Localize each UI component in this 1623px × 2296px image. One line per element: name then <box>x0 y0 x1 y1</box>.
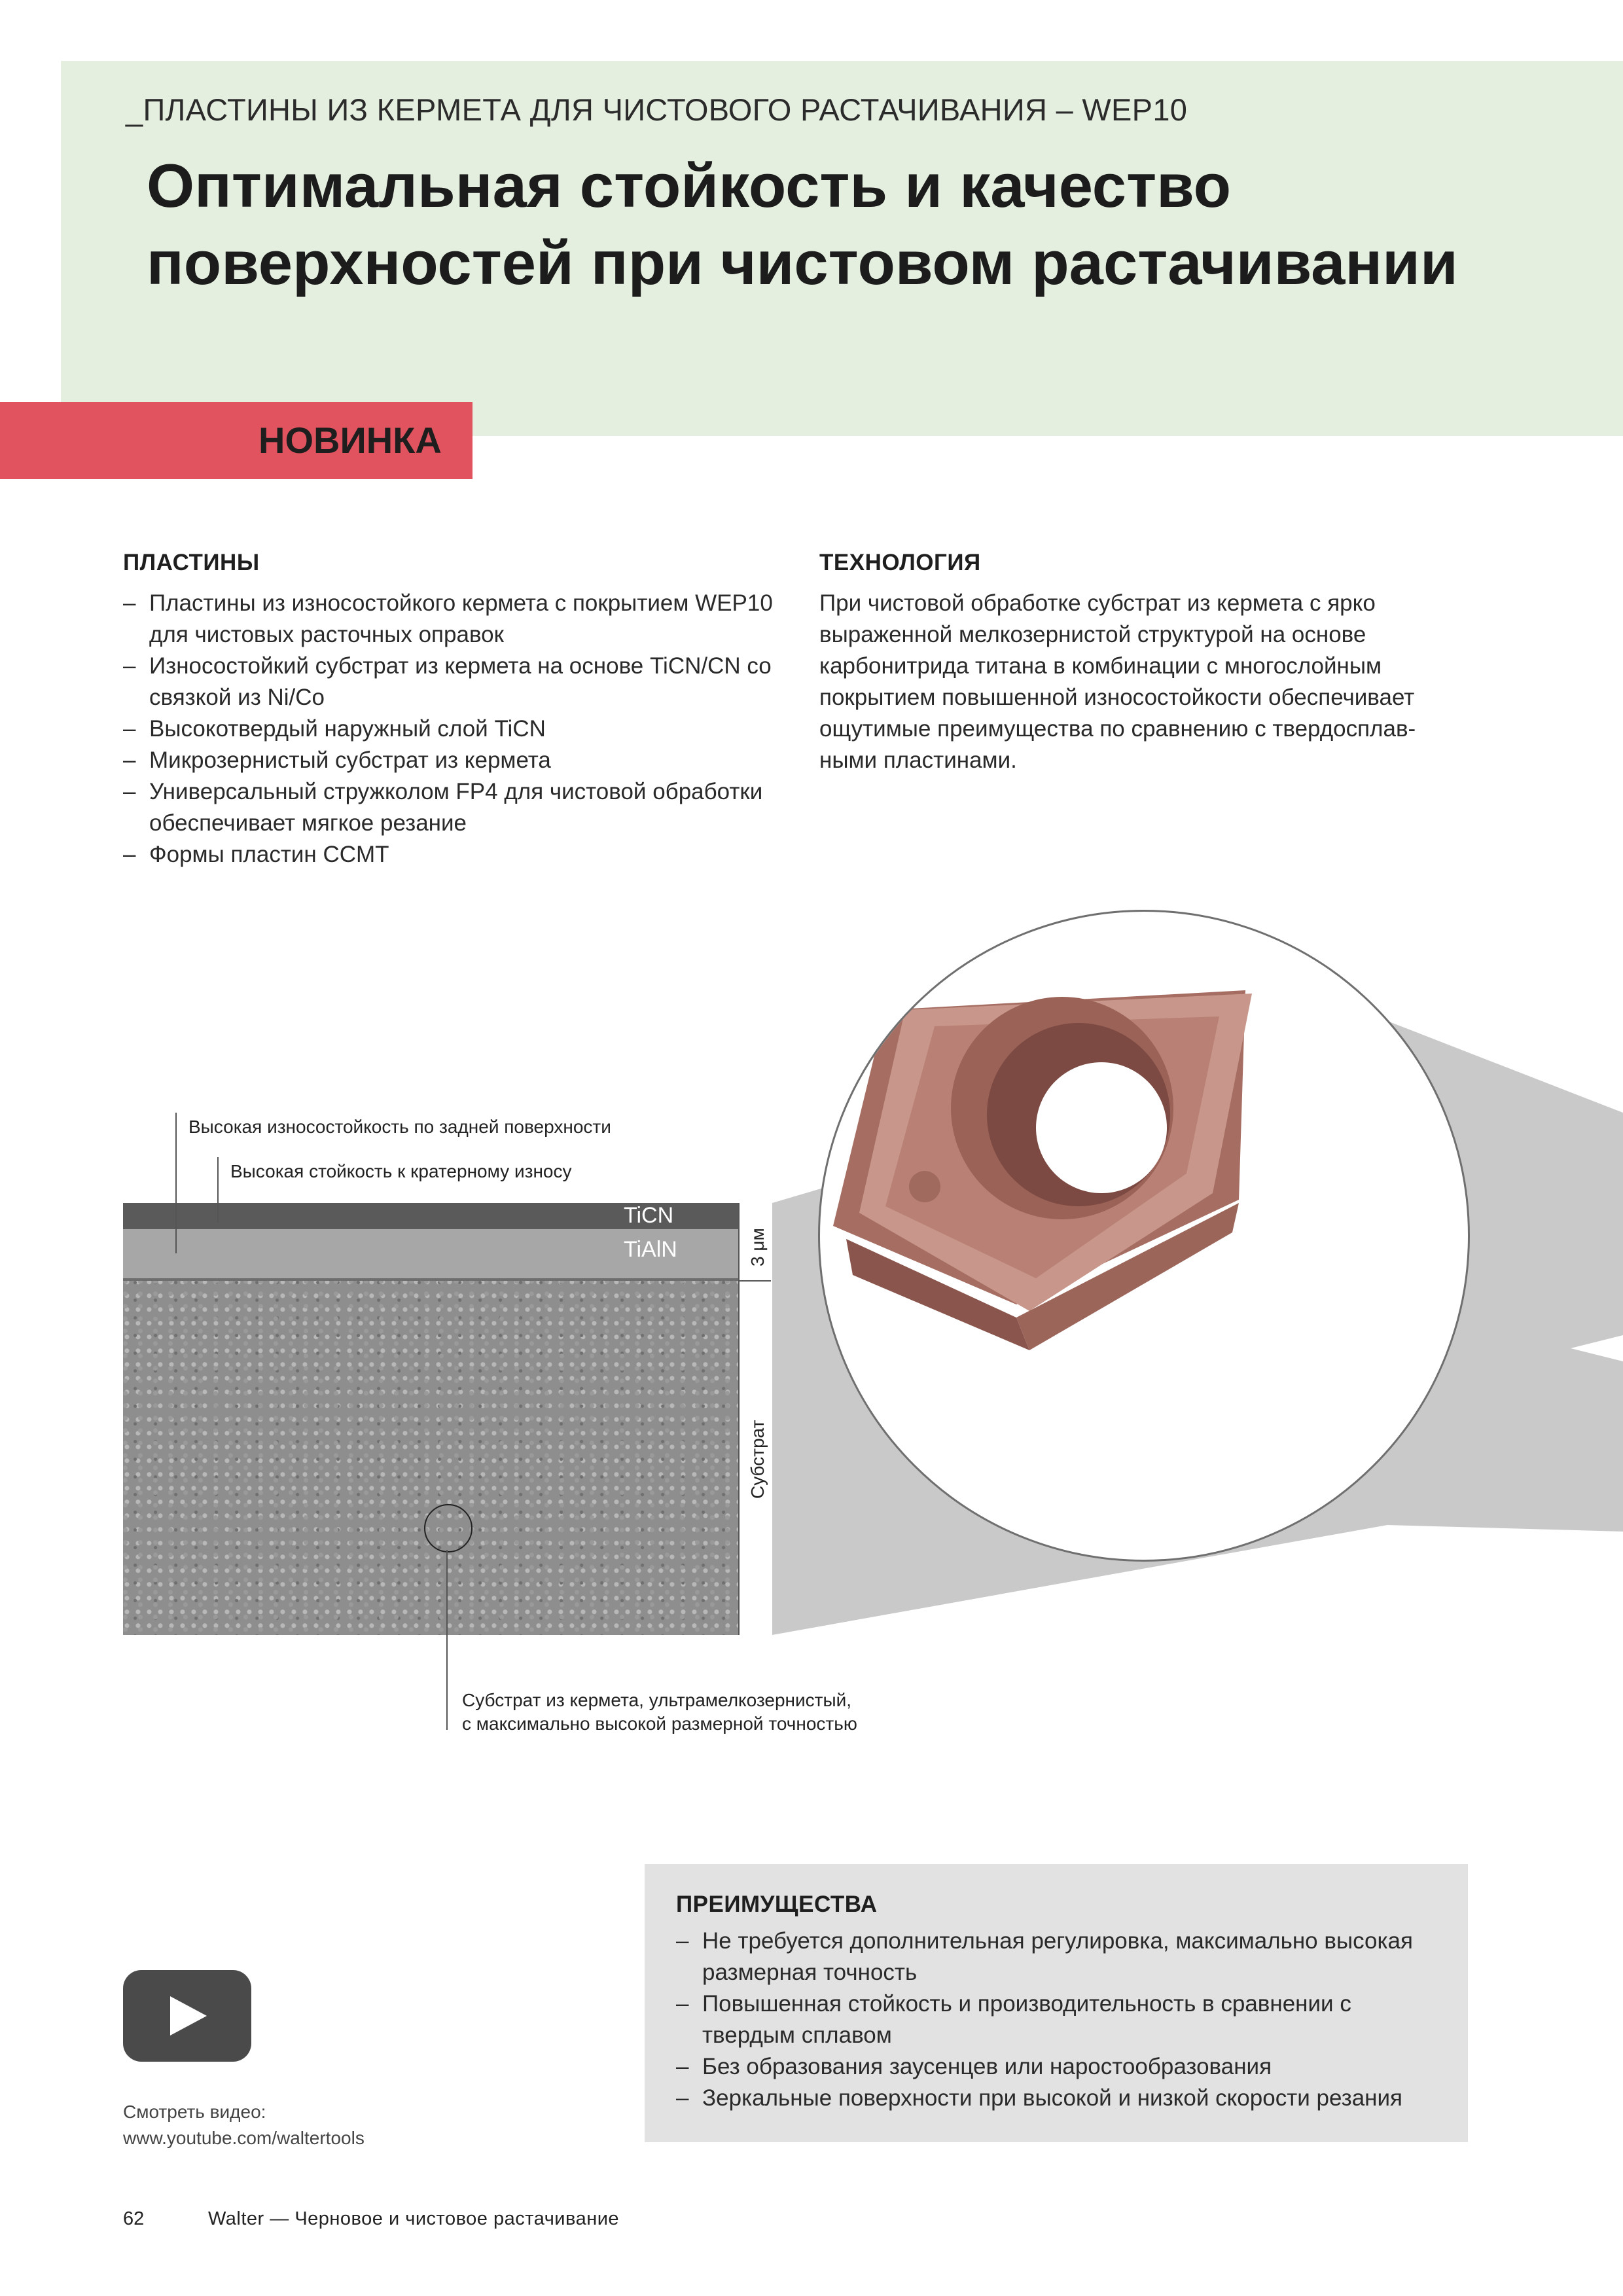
video-label: Смотреть видео: <box>123 2102 266 2122</box>
page-title-line-1: Оптимальная стойкость и качество <box>147 151 1232 220</box>
list-item: Пластины из износостойкого кермета с пок… <box>123 588 777 651</box>
page-title: Оптимальная стойкость и качество поверхн… <box>147 147 1554 302</box>
list-item: Зеркальные поверхности при высокой и низ… <box>676 2083 1448 2114</box>
list-item: Универсальный стружколом FP4 для чистово… <box>123 776 777 839</box>
scale-substrate-label: Субстрат <box>747 1420 768 1499</box>
callout-flank-wear: Высокая износостойкость по задней поверх… <box>188 1117 611 1137</box>
video-link[interactable]: www.youtube.com/waltertools <box>123 2128 365 2148</box>
technology-heading: ТЕХНОЛОГИЯ <box>819 550 981 575</box>
plates-heading: ПЛАСТИНЫ <box>123 550 260 575</box>
new-badge-label: НОВИНКА <box>259 420 442 461</box>
scale-bar <box>738 1203 772 1635</box>
list-item: Без образования заусенцев или наростообр… <box>676 2051 1448 2083</box>
ticn-layer <box>123 1203 738 1229</box>
page-number: 62 <box>123 2208 145 2229</box>
callout-line <box>175 1113 177 1253</box>
tialn-label: TiAlN <box>624 1237 677 1262</box>
list-item: Формы пластин CCMT <box>123 839 777 870</box>
tialn-layer <box>123 1229 738 1281</box>
plates-list: Пластины из износостойкого кермета с пок… <box>123 588 777 870</box>
advantages-list: Не требуется дополнительная регулировка,… <box>676 1926 1448 2114</box>
header-background <box>61 61 1623 436</box>
play-icon <box>170 1996 207 2036</box>
callout-line <box>217 1157 219 1223</box>
ticn-label: TiCN <box>624 1203 674 1228</box>
scale-tick <box>738 1280 771 1282</box>
microstructure-image: TiCN TiAlN <box>123 1203 738 1635</box>
insert-illustration <box>833 990 1252 1350</box>
callout-substrate-line-1: Субстрат из кермета, ультрамелкозернисты… <box>462 1690 851 1710</box>
insert-magnified-view <box>818 910 1470 1562</box>
list-item: Микрозернистый субстрат из кермета <box>123 745 777 776</box>
footer-text: Walter — Черновое и чистовое растачивани… <box>208 2208 620 2229</box>
list-item: Не требуется дополнительная регулировка,… <box>676 1926 1448 1988</box>
video-caption: Смотреть видео: www.youtube.com/walterto… <box>123 2099 365 2151</box>
technology-paragraph: При чистовой обработке субстрат из керме… <box>819 590 1416 773</box>
callout-line <box>446 1550 448 1730</box>
callout-substrate-line-2: с максимально высокой размерной точность… <box>462 1713 857 1734</box>
list-item: Износостойкий субстрат из кермета на осн… <box>123 651 777 713</box>
advantages-heading: ПРЕИМУЩЕСТВА <box>676 1892 878 1917</box>
substrate-marker-circle <box>424 1504 473 1552</box>
scale-3um-label: 3 μм <box>747 1228 768 1266</box>
callout-crater-wear: Высокая стойкость к кратерному износу <box>230 1161 572 1181</box>
section-supertitle: _ПЛАСТИНЫ ИЗ КЕРМЕТА ДЛЯ ЧИСТОВОГО РАСТА… <box>126 92 1188 127</box>
page-title-line-2: поверхностей при чистовом растачивании <box>147 228 1458 297</box>
new-badge-band <box>0 402 473 479</box>
list-item: Высокотвердый наружный слой TiCN <box>123 713 777 745</box>
list-item: Повышенная стойкость и производительност… <box>676 1988 1448 2051</box>
